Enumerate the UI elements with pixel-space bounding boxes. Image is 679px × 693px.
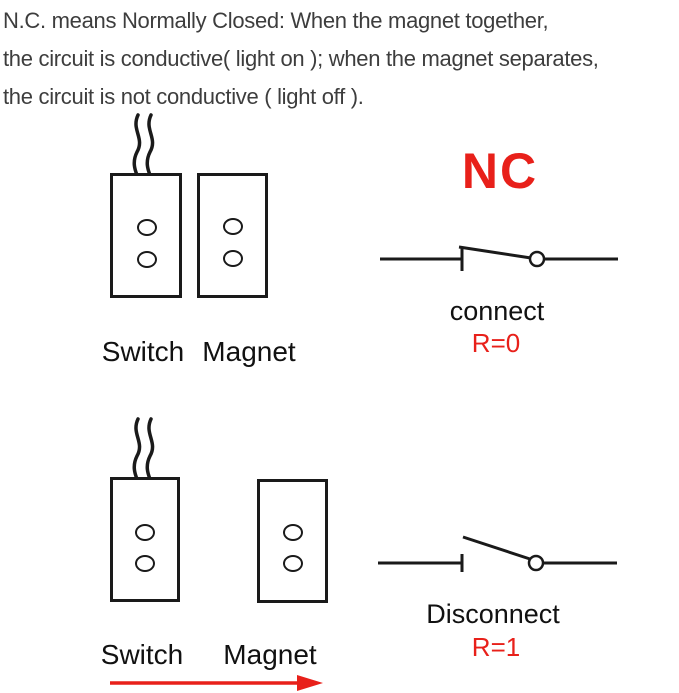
switch-label-bottom: Switch <box>100 639 184 670</box>
description-line-1: N.C. means Normally Closed: When the mag… <box>3 8 549 33</box>
screw-hole <box>135 555 155 572</box>
magnet-label-top: Magnet <box>202 336 296 367</box>
switch-wires-top <box>132 113 155 176</box>
description-text: N.C. means Normally Closed: When the mag… <box>3 2 679 116</box>
screw-hole <box>137 251 157 268</box>
description-line-2: the circuit is conductive( light on ); w… <box>3 46 599 71</box>
magnet-label-bottom: Magnet <box>223 639 317 670</box>
resistance-label-top: R=0 <box>471 328 521 358</box>
screw-hole <box>223 250 243 267</box>
resistance-label-bottom: R=1 <box>471 632 521 662</box>
magnet-body-bottom <box>257 479 328 603</box>
nc-title: NC <box>461 143 539 199</box>
state-label-bottom: Disconnect <box>426 599 560 629</box>
screw-hole <box>135 524 155 541</box>
switch-body-bottom <box>110 477 180 602</box>
open-switch-symbol <box>378 535 617 572</box>
magnet-body-top <box>197 173 268 298</box>
description-line-3: the circuit is not conductive ( light of… <box>3 84 364 109</box>
screw-hole <box>223 218 243 235</box>
separation-arrow <box>110 675 323 691</box>
switch-wires-bottom <box>132 417 155 480</box>
closed-switch-symbol <box>380 245 618 271</box>
screw-hole <box>137 219 157 236</box>
switch-body-top <box>110 173 182 298</box>
screw-hole <box>283 555 303 572</box>
state-label-top: connect <box>449 296 545 326</box>
switch-label-top: Switch <box>101 336 185 367</box>
screw-hole <box>283 524 303 541</box>
